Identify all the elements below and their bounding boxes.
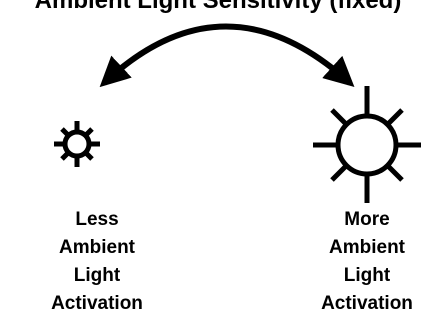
label-line: More xyxy=(344,209,390,230)
less-activation-label: Less Ambient Light Activation xyxy=(32,206,162,318)
label-line: Activation xyxy=(321,293,413,314)
more-activation-label: More Ambient Light Activation xyxy=(302,206,432,318)
label-line: Light xyxy=(343,265,391,286)
label-line: Activation xyxy=(51,293,143,314)
label-line: Ambient xyxy=(59,237,135,258)
label-line: Light xyxy=(73,265,121,286)
small-sun-icon xyxy=(54,121,100,167)
diagram-title: Ambient Light Sensitivity (fixed) xyxy=(34,0,402,14)
label-line: Ambient xyxy=(329,237,405,258)
large-sun-icon xyxy=(313,86,421,203)
label-line: Less xyxy=(75,209,119,230)
double-headed-arrow-icon xyxy=(99,23,355,88)
